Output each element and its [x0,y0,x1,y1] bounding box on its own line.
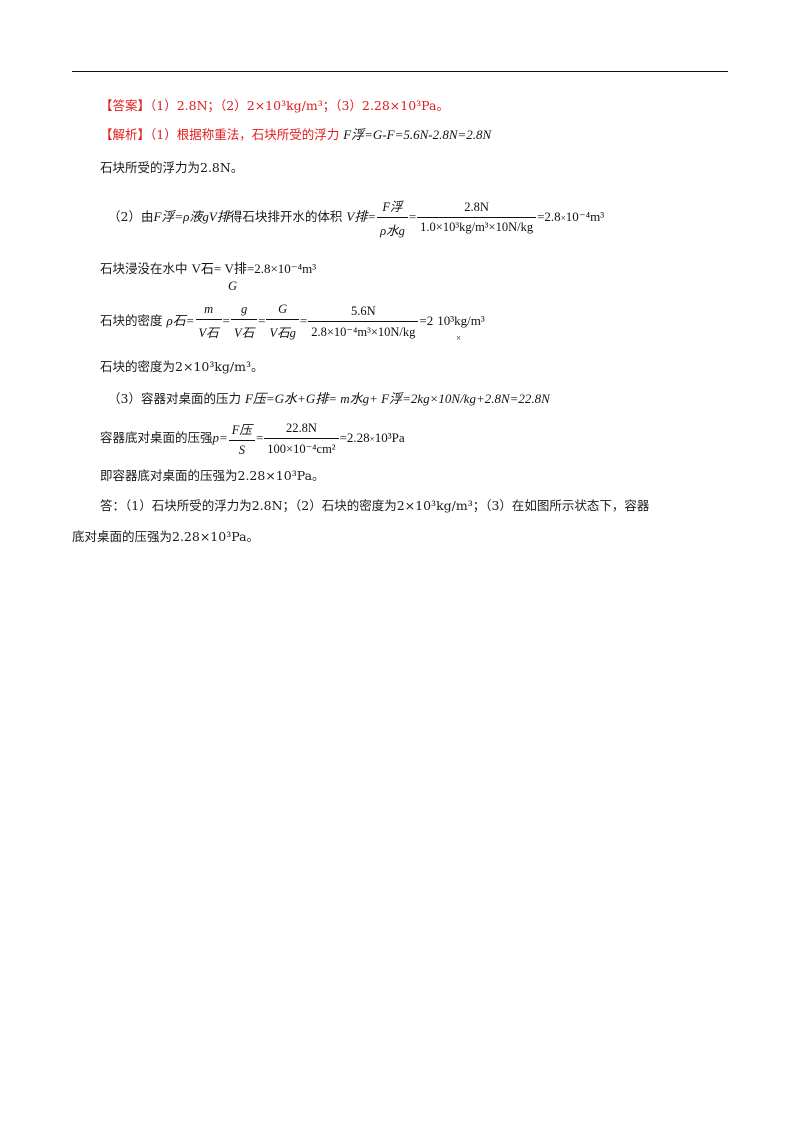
l8-exp: 10³Pa [374,430,405,445]
l5-times: × [456,333,462,343]
l3-result: =2.8 [537,209,561,224]
l8-times: × [369,434,375,444]
analysis-line-2: 石块所受的浮力为2.8N。 [100,160,244,175]
l7-text: （3）容器对桌面的压力 [108,391,241,406]
analysis-line-7: （3）容器对桌面的压力 F压=G水+G排= m水g+ F浮=2kg×10N/kg… [108,388,550,407]
l3-prefix: （2）由 [108,209,154,224]
answer-label: 【答案】 [100,98,151,113]
l5-result: =2 [419,313,434,328]
l8-result: =2.28 [339,430,370,445]
answer-text: （1）2.8N；（2）2×10³kg/m³；（3）2.28×10³Pa。 [150,98,449,113]
analysis-line-4: 石块浸没在水中 V石= V排=2.8×10⁻⁴m³ [100,258,316,277]
conclusion-line-1: 答：（1）石块所受的浮力为2.8N；（2）石块的密度为2×10³kg/m³；（3… [100,498,650,513]
analysis-line-1: 【解析】（1）根据称重法，石块所受的浮力 F浮=G-F=5.6N-2.8N=2.… [100,124,491,143]
l3-times: × [560,213,566,223]
l4-text: 石块浸没在水中 [100,261,188,276]
l7-formula: F压=G水+G排= m水g+ F浮=2kg×10N/kg+2.8N=22.8N [244,391,550,406]
l4-formula: V石= V排=2.8×10⁻⁴m³ [191,261,317,276]
analysis-label: 【解析】 [100,127,151,142]
analysis-l1-text: （1）根据称重法，石块所受的浮力 [150,127,340,142]
analysis-l1-formula: F浮=G-F=5.6N-2.8N=2.8N [343,127,492,142]
header-rule [72,71,728,72]
l8-text: 容器底对桌面的压强 [100,430,213,445]
l3-eq: = [408,209,417,224]
l5-exp: 10³kg/m³ [437,313,485,328]
l3-v: V排= [346,209,377,224]
answer-line: 【答案】（1）2.8N；（2）2×10³kg/m³；（3）2.28×10³Pa。 [100,95,449,114]
conclusion-line-2: 底对桌面的压强为2.28×10³Pa。 [72,529,260,544]
l5-g-symbol: G [228,279,238,293]
analysis-line-6: 石块的密度为2×10³kg/m³。 [100,359,264,374]
l5-rho: ρ石= [166,313,195,328]
l3-exp: 10⁻⁴m³ [565,209,605,224]
l8-p: p= [212,430,228,445]
l5-text: 石块的密度 [100,313,163,328]
l3-mid: 得石块排开水的体积 [229,209,343,224]
analysis-line-9: 即容器底对桌面的压强为2.28×10³Pa。 [100,468,325,483]
l3-law: F浮=ρ液gV排 [153,209,230,224]
